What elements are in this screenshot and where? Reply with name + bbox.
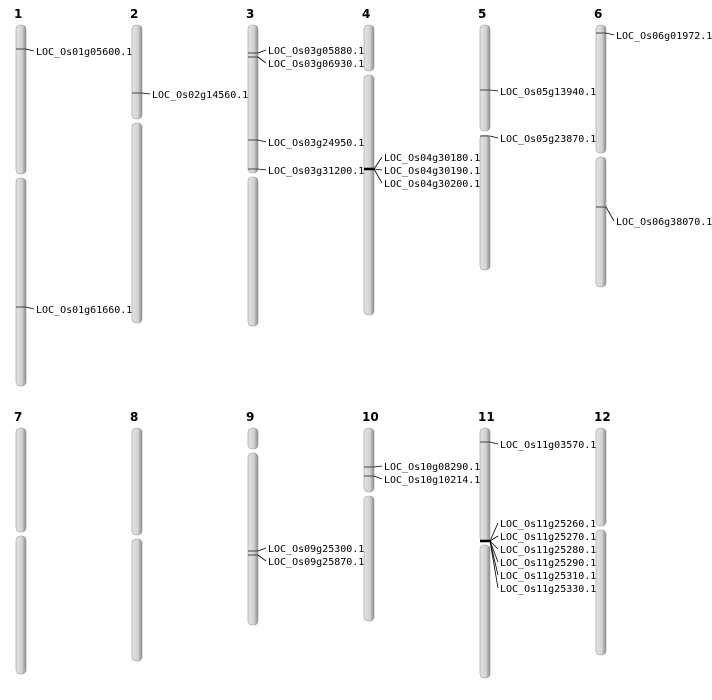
chromosome-short-arm: [247, 427, 259, 450]
chromosome-12: 12: [594, 410, 611, 656]
chromosome-label: 12: [594, 410, 611, 424]
chromosome-short-arm: [479, 24, 491, 132]
gene-label: LOC_Os06g38070.1: [616, 217, 712, 228]
gene-label: LOC_Os11g25290.1: [500, 558, 596, 569]
chromosome-long-arm: [15, 177, 27, 387]
gene-label: LOC_Os09g25300.1: [268, 544, 364, 555]
gene-label: LOC_Os10g10214.1: [384, 475, 480, 486]
chromosome-short-arm: [595, 427, 607, 527]
gene-connector: [141, 92, 151, 95]
gene-label: LOC_Os02g14560.1: [152, 90, 248, 101]
gene-label: LOC_Os11g03570.1: [500, 440, 596, 451]
gene-connector: [489, 135, 499, 139]
gene-connector: [373, 465, 383, 468]
chromosome-long-arm: [131, 538, 143, 662]
gene-connector: [489, 535, 499, 542]
gene-label: LOC_Os01g05600.1: [36, 47, 132, 58]
chromosome-7: 7: [14, 410, 27, 675]
chromosome-label: 11: [478, 410, 495, 424]
gene-label: LOC_Os04g30180.1: [384, 153, 480, 164]
chromosome-short-arm: [479, 427, 491, 542]
chromosome-long-arm: [595, 156, 607, 288]
chromosome-label: 4: [362, 7, 370, 21]
chromosome-short-arm: [363, 24, 375, 72]
gene-connector: [373, 168, 383, 171]
gene-connector: [489, 540, 499, 550]
chromosome-label: 7: [14, 410, 22, 424]
gene-label: LOC_Os11g25280.1: [500, 545, 596, 556]
chromosome-long-arm: [131, 122, 143, 324]
gene-label: LOC_Os05g13940.1: [500, 87, 596, 98]
gene-connector: [605, 206, 615, 222]
chromosome-long-arm: [479, 134, 491, 271]
chromosome-short-arm: [15, 427, 27, 533]
chromosome-label: 6: [594, 7, 602, 21]
gene-label: LOC_Os06g01972.1: [616, 31, 712, 42]
gene-connector: [489, 540, 499, 563]
chromosome-long-arm: [363, 495, 375, 622]
chromosome-long-arm: [247, 176, 259, 327]
gene-label: LOC_Os03g05880.1: [268, 46, 364, 57]
gene-connector: [605, 32, 615, 36]
chromosome-label: 2: [130, 7, 138, 21]
gene-label: LOC_Os05g23870.1: [500, 134, 596, 145]
chromosome-4: 4LOC_Os04g30180.1LOC_Os04g30190.1LOC_Os0…: [362, 7, 480, 316]
chromosome-label: 1: [14, 7, 22, 21]
gene-label: LOC_Os09g25870.1: [268, 557, 364, 568]
chromosome-short-arm: [131, 427, 143, 536]
chromosome-short-arm: [595, 24, 607, 154]
chromosome-short-arm: [247, 24, 259, 174]
gene-label: LOC_Os03g31200.1: [268, 166, 364, 177]
chromosome-long-arm: [15, 535, 27, 675]
chromosome-3: 3LOC_Os03g05880.1LOC_Os03g06930.1LOC_Os0…: [246, 7, 364, 327]
gene-connector: [489, 89, 499, 92]
gene-label: LOC_Os01g61660.1: [36, 305, 132, 316]
chromosome-label: 8: [130, 410, 138, 424]
gene-label: LOC_Os11g25270.1: [500, 532, 596, 543]
gene-label: LOC_Os11g25330.1: [500, 584, 596, 595]
chromosome-long-arm: [595, 529, 607, 656]
gene-connector: [257, 56, 267, 64]
chromosome-long-arm: [479, 544, 491, 679]
gene-connector: [373, 168, 383, 184]
gene-label: LOC_Os04g30200.1: [384, 179, 480, 190]
gene-connector: [373, 475, 383, 480]
gene-connector: [257, 554, 267, 562]
gene-label: LOC_Os10g08290.1: [384, 462, 480, 473]
chromosome-label: 9: [246, 410, 254, 424]
gene-connector: [257, 168, 267, 171]
gene-label: LOC_Os03g24950.1: [268, 138, 364, 149]
chromosome-8: 8: [130, 410, 143, 662]
gene-connector: [373, 156, 383, 170]
chromosome-11: 11LOC_Os11g03570.1LOC_Os11g25260.1LOC_Os…: [478, 410, 596, 679]
chromosome-short-arm: [15, 24, 27, 175]
gene-label: LOC_Os04g30190.1: [384, 166, 480, 177]
gene-connector: [25, 48, 35, 52]
gene-connector: [257, 139, 267, 143]
chromosome-long-arm: [363, 74, 375, 316]
gene-label: LOC_Os11g25260.1: [500, 519, 596, 530]
gene-connector: [489, 522, 499, 542]
chromosome-label: 10: [362, 410, 379, 424]
chromosome-label: 3: [246, 7, 254, 21]
chromosome-label: 5: [478, 7, 486, 21]
gene-connector: [257, 49, 267, 54]
gene-connector: [489, 441, 499, 445]
chromosome-short-arm: [131, 24, 143, 120]
gene-connector: [25, 306, 35, 310]
gene-connector: [257, 547, 267, 552]
gene-label: LOC_Os03g06930.1: [268, 59, 364, 70]
gene-connector: [489, 540, 499, 589]
chromosome-short-arm: [363, 427, 375, 493]
gene-label: LOC_Os11g25310.1: [500, 571, 596, 582]
chromosome-long-arm: [247, 452, 259, 626]
